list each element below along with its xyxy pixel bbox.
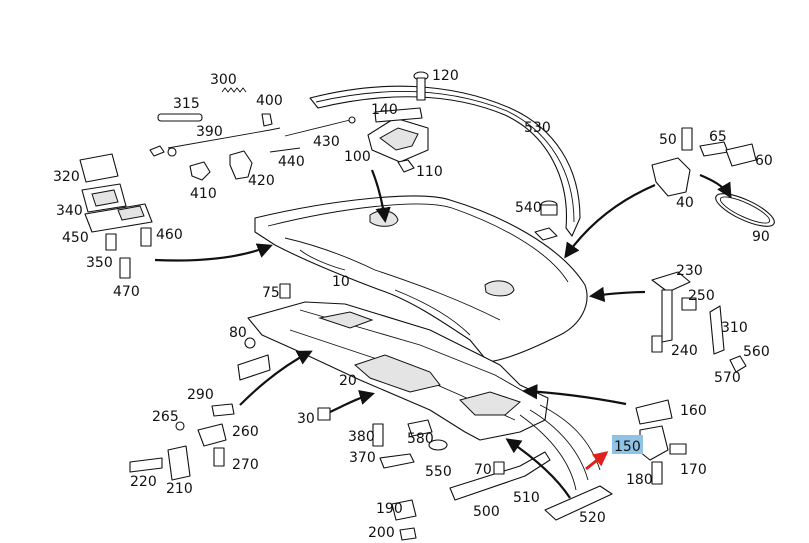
callout-470: 470 xyxy=(113,284,140,300)
cable-assembly-parts xyxy=(149,87,356,181)
callout-300: 300 xyxy=(210,72,237,88)
leader-arrows xyxy=(154,169,732,499)
callout-320: 320 xyxy=(53,169,80,185)
bolt-120 xyxy=(413,71,429,101)
callout-560: 560 xyxy=(743,344,770,360)
latch-assembly xyxy=(635,399,687,485)
buffer-540 xyxy=(534,200,558,241)
callout-450: 450 xyxy=(62,230,89,246)
plate-140 xyxy=(374,107,423,123)
callout-10: 10 xyxy=(332,274,350,290)
callout-310: 310 xyxy=(721,320,748,336)
callout-30: 30 xyxy=(297,411,315,427)
callout-75: 75 xyxy=(262,285,280,301)
callout-290: 290 xyxy=(187,387,214,403)
red-pointer-arrow xyxy=(585,451,609,471)
seal-strips xyxy=(449,404,613,521)
callout-60: 60 xyxy=(755,153,773,169)
callout-200: 200 xyxy=(368,525,395,541)
bottom-small-parts xyxy=(129,283,505,541)
callout-180: 180 xyxy=(626,472,653,488)
callout-440: 440 xyxy=(278,154,305,170)
callout-540: 540 xyxy=(515,200,542,216)
callout-265: 265 xyxy=(152,409,179,425)
callout-highlight xyxy=(612,435,643,454)
callout-390: 390 xyxy=(196,124,223,140)
callout-65: 65 xyxy=(709,129,727,145)
callout-570: 570 xyxy=(714,370,741,386)
callout-20: 20 xyxy=(339,373,357,389)
callout-250: 250 xyxy=(688,288,715,304)
lock-module xyxy=(367,117,429,173)
callout-340: 340 xyxy=(56,203,83,219)
callout-50: 50 xyxy=(659,132,677,148)
spoiler-strip xyxy=(309,85,581,237)
callout-580: 580 xyxy=(407,431,434,447)
switch-panel-parts xyxy=(79,153,153,279)
callout-460: 460 xyxy=(156,227,183,243)
callout-370: 370 xyxy=(349,450,376,466)
callout-labels: 10 20 30 40 50 60 65 70 75 80 90 100 110… xyxy=(53,68,773,541)
callout-190: 190 xyxy=(376,501,403,517)
callout-160: 160 xyxy=(680,403,707,419)
callout-210: 210 xyxy=(166,481,193,497)
callout-510: 510 xyxy=(513,490,540,506)
callout-550: 550 xyxy=(425,464,452,480)
callout-240: 240 xyxy=(671,343,698,359)
callout-530: 530 xyxy=(524,120,551,136)
callout-90: 90 xyxy=(752,229,770,245)
callout-270: 270 xyxy=(232,457,259,473)
inner-lid-frame xyxy=(247,301,549,441)
callout-70: 70 xyxy=(474,462,492,478)
callout-380: 380 xyxy=(348,429,375,445)
callout-315: 315 xyxy=(173,96,200,112)
callout-110: 110 xyxy=(416,164,443,180)
callout-350: 350 xyxy=(86,255,113,271)
callout-220: 220 xyxy=(130,474,157,490)
callout-420: 420 xyxy=(248,173,275,189)
callout-140: 140 xyxy=(371,102,398,118)
callout-500: 500 xyxy=(473,504,500,520)
callout-100: 100 xyxy=(344,149,371,165)
callout-40: 40 xyxy=(676,195,694,211)
callout-230: 230 xyxy=(676,263,703,279)
callout-520: 520 xyxy=(579,510,606,526)
hinge-assembly xyxy=(651,127,775,227)
callout-150: 150 xyxy=(614,439,641,455)
callout-410: 410 xyxy=(190,186,217,202)
callout-170: 170 xyxy=(680,462,707,478)
callout-430: 430 xyxy=(313,134,340,150)
callout-400: 400 xyxy=(256,93,283,109)
callout-260: 260 xyxy=(232,424,259,440)
callout-80: 80 xyxy=(229,325,247,341)
callout-120: 120 xyxy=(432,68,459,84)
strut-assembly xyxy=(651,271,747,373)
